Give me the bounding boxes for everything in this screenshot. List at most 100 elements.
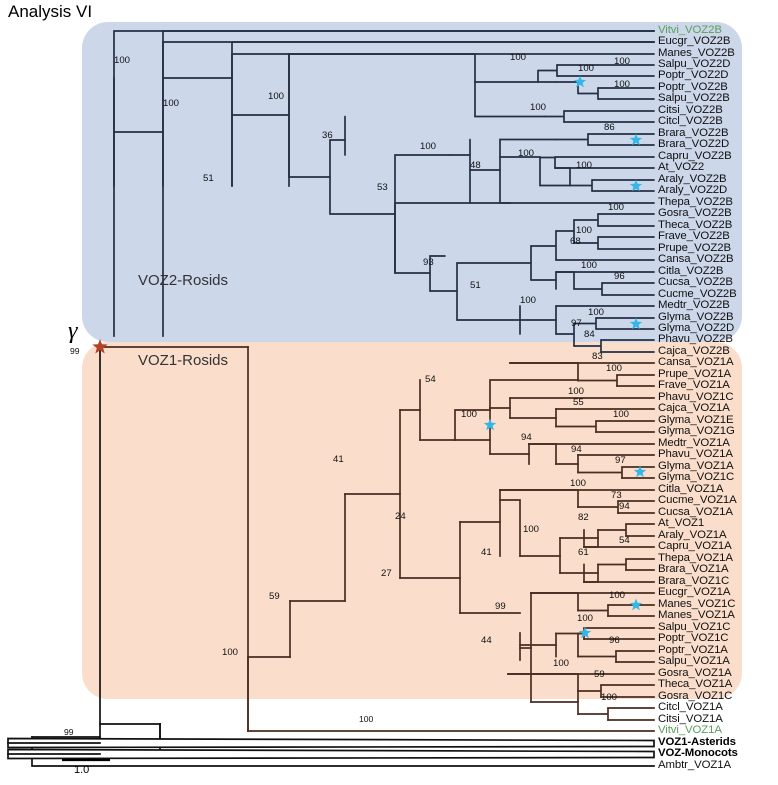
bootstrap-value: 96 — [609, 635, 620, 646]
leaf-label-citcl-voz1a[interactable]: Citcl_VOZ1A — [658, 701, 723, 713]
leaf-label-phavu-voz1a[interactable]: Phavu_VOZ1A — [658, 448, 733, 460]
leaf-label-manes-voz2b[interactable]: Manes_VOZ2B — [658, 47, 735, 59]
leaf-label-cajca-voz2b[interactable]: Cajca_VOZ2B — [658, 345, 730, 357]
leaf-label-cucme-voz2b[interactable]: Cucme_VOZ2B — [658, 288, 737, 300]
leaf-label-araly-voz1a[interactable]: Araly_VOZ1A — [658, 529, 727, 541]
bootstrap-value: 100 — [510, 52, 527, 63]
leaf-label-theca-voz1a[interactable]: Theca_VOZ1A — [658, 678, 733, 690]
leaf-label-cajca-voz1a[interactable]: Cajca_VOZ1A — [658, 402, 730, 414]
leaf-label-brara-voz2b[interactable]: Brara_VOZ2B — [658, 127, 729, 139]
leaf-label-cucsa-voz1a[interactable]: Cucsa_VOZ1A — [658, 506, 733, 518]
leaf-label-araly-voz2d[interactable]: Araly_VOZ2D — [658, 184, 728, 196]
duplication-star-marker — [629, 133, 643, 146]
leaf-label-phavu-voz1c[interactable]: Phavu_VOZ1C — [658, 391, 734, 403]
leaf-label-thepa-voz2b[interactable]: Thepa_VOZ2B — [658, 196, 733, 208]
leaf-label-voz1-asterids[interactable]: VOZ1-Asterids — [658, 736, 736, 748]
bootstrap-value: 100 — [614, 79, 631, 90]
bootstrap-value: 93 — [423, 257, 434, 268]
bootstrap-value: 36 — [322, 130, 333, 141]
leaf-label-at-voz1[interactable]: At_VOZ1 — [658, 517, 705, 529]
leaf-label-prupe-voz1a[interactable]: Prupe_VOZ1A — [658, 368, 731, 380]
leaf-label-poptr-voz2d[interactable]: Poptr_VOZ2D — [658, 69, 729, 81]
voz2-rosids-skeleton — [113, 30, 655, 337]
leaf-label-thepa-voz1a[interactable]: Thepa_VOZ1A — [658, 552, 733, 564]
leaf-label-salpu-voz2d[interactable]: Salpu_VOZ2D — [658, 58, 731, 70]
leaf-label-capru-voz1a[interactable]: Capru_VOZ1A — [658, 540, 732, 552]
leaf-label-glyma-voz1e[interactable]: Glyma_VOZ1E — [658, 414, 734, 426]
leaf-label-gosra-voz1c[interactable]: Gosra_VOZ1C — [658, 690, 733, 702]
bootstrap-value: 100 — [606, 363, 623, 374]
bootstrap-value: 59 — [594, 669, 605, 680]
leaf-label-manes-voz1c[interactable]: Manes_VOZ1C — [658, 598, 736, 610]
gamma-wgd-symbol: γ — [68, 318, 78, 344]
leaf-label-at-voz2[interactable]: At_VOZ2 — [658, 161, 705, 173]
leaf-label-cucme-voz1a[interactable]: Cucme_VOZ1A — [658, 494, 737, 506]
leaf-label-citsi-voz1a[interactable]: Citsi_VOZ1A — [658, 713, 723, 725]
leaf-label-eucgr-voz2b[interactable]: Eucgr_VOZ2B — [658, 35, 731, 47]
leaf-label-eucgr-voz1a[interactable]: Eucgr_VOZ1A — [658, 586, 731, 598]
leaf-label-cansa-voz2b[interactable]: Cansa_VOZ2B — [658, 253, 734, 265]
leaf-label-poptr-voz1c[interactable]: Poptr_VOZ1C — [658, 632, 729, 644]
bootstrap-value: 100 — [518, 148, 535, 159]
bootstrap-value: 100 — [520, 295, 537, 306]
leaf-label-vitvi-voz1a[interactable]: Vitvi_VOZ1A — [658, 724, 722, 736]
duplication-star-marker — [633, 465, 647, 478]
bootstrap-value: 68 — [570, 236, 581, 247]
clade-background-boxes — [82, 22, 742, 699]
leaf-label-glyma-voz1g[interactable]: Glyma_VOZ1G — [658, 425, 735, 437]
leaf-label-poptr-voz2b[interactable]: Poptr_VOZ2B — [658, 81, 728, 93]
bootstrap-value: 41 — [481, 547, 492, 558]
leaf-label-glyma-voz2b[interactable]: Glyma_VOZ2B — [658, 311, 734, 323]
leaf-label-brara-voz2d[interactable]: Brara_VOZ2D — [658, 138, 730, 150]
leaf-label-capru-voz2b[interactable]: Capru_VOZ2B — [658, 150, 732, 162]
leaf-label-theca-voz2b[interactable]: Theca_VOZ2B — [658, 219, 733, 231]
bootstrap-value: 99 — [495, 601, 506, 612]
leaf-label-prupe-voz2b[interactable]: Prupe_VOZ2B — [658, 242, 731, 254]
leaf-label-salpu-voz1c[interactable]: Salpu_VOZ1C — [658, 621, 731, 633]
leaf-label-citla-voz2b[interactable]: Citla_VOZ2B — [658, 265, 724, 277]
leaf-label-manes-voz1a[interactable]: Manes_VOZ1A — [658, 609, 735, 621]
leaf-label-salpu-voz1a[interactable]: Salpu_VOZ1A — [658, 655, 730, 667]
leaf-label-voz-monocots[interactable]: VOZ-Monocots — [658, 747, 738, 759]
leaf-label-medtr-voz1a[interactable]: Medtr_VOZ1A — [658, 437, 730, 449]
bootstrap-value: 24 — [395, 511, 406, 522]
bootstrap-value: 100 — [359, 714, 374, 724]
outgroup-branches — [7, 346, 655, 767]
leaf-label-brara-voz1c[interactable]: Brara_VOZ1C — [658, 575, 730, 587]
bootstrap-value: 99 — [64, 727, 74, 737]
leaf-label-cansa-voz1a[interactable]: Cansa_VOZ1A — [658, 356, 734, 368]
leaf-label-glyma-voz1a[interactable]: Glyma_VOZ1A — [658, 460, 734, 472]
bootstrap-value: 48 — [470, 160, 481, 171]
leaf-label-medtr-voz2b[interactable]: Medtr_VOZ2B — [658, 299, 730, 311]
leaf-label-citsi-voz2b[interactable]: Citsi_VOZ2B — [658, 104, 723, 116]
clade-box-voz1-rosids — [82, 342, 742, 699]
leaf-label-cucsa-voz2b[interactable]: Cucsa_VOZ2B — [658, 276, 733, 288]
leaf-label-salpu-voz2b[interactable]: Salpu_VOZ2B — [658, 92, 730, 104]
leaf-label-glyma-voz1c[interactable]: Glyma_VOZ1C — [658, 471, 735, 483]
leaf-label-phavu-voz2b[interactable]: Phavu_VOZ2B — [658, 333, 733, 345]
bootstrap-value: 100 — [114, 55, 131, 66]
leaf-label-gosra-voz2b[interactable]: Gosra_VOZ2B — [658, 207, 732, 219]
leaf-label-citla-voz1a[interactable]: Citla_VOZ1A — [658, 483, 724, 495]
bootstrap-value: 83 — [592, 351, 603, 362]
clade-box-voz2-rosids — [82, 22, 742, 342]
bootstrap-value: 59 — [269, 591, 280, 602]
bootstrap-value: 86 — [604, 122, 615, 133]
leaf-label-ambtr-voz1a[interactable]: Ambtr_VOZ1A — [658, 759, 731, 771]
duplication-star-marker — [629, 598, 643, 611]
leaf-label-citcl-voz2b[interactable]: Citcl_VOZ2B — [658, 115, 723, 127]
bootstrap-value: 100 — [577, 613, 594, 624]
leaf-label-araly-voz2b[interactable]: Araly_VOZ2B — [658, 173, 727, 185]
leaf-label-frave-voz1a[interactable]: Frave_VOZ1A — [658, 379, 730, 391]
leaf-label-glyma-voz2d[interactable]: Glyma_VOZ2D — [658, 322, 735, 334]
duplication-star-marker — [629, 179, 643, 192]
bootstrap-value: 97 — [571, 318, 582, 329]
leaf-label-brara-voz1a[interactable]: Brara_VOZ1A — [658, 563, 729, 575]
leaf-label-poptr-voz1a[interactable]: Poptr_VOZ1A — [658, 644, 728, 656]
leaf-label-vitvi-voz2b[interactable]: Vitvi_VOZ2B — [658, 24, 722, 36]
duplication-star-marker — [483, 418, 497, 431]
leaf-label-gosra-voz1a[interactable]: Gosra_VOZ1A — [658, 667, 732, 679]
leaf-label-frave-voz2b[interactable]: Frave_VOZ2B — [658, 230, 730, 242]
